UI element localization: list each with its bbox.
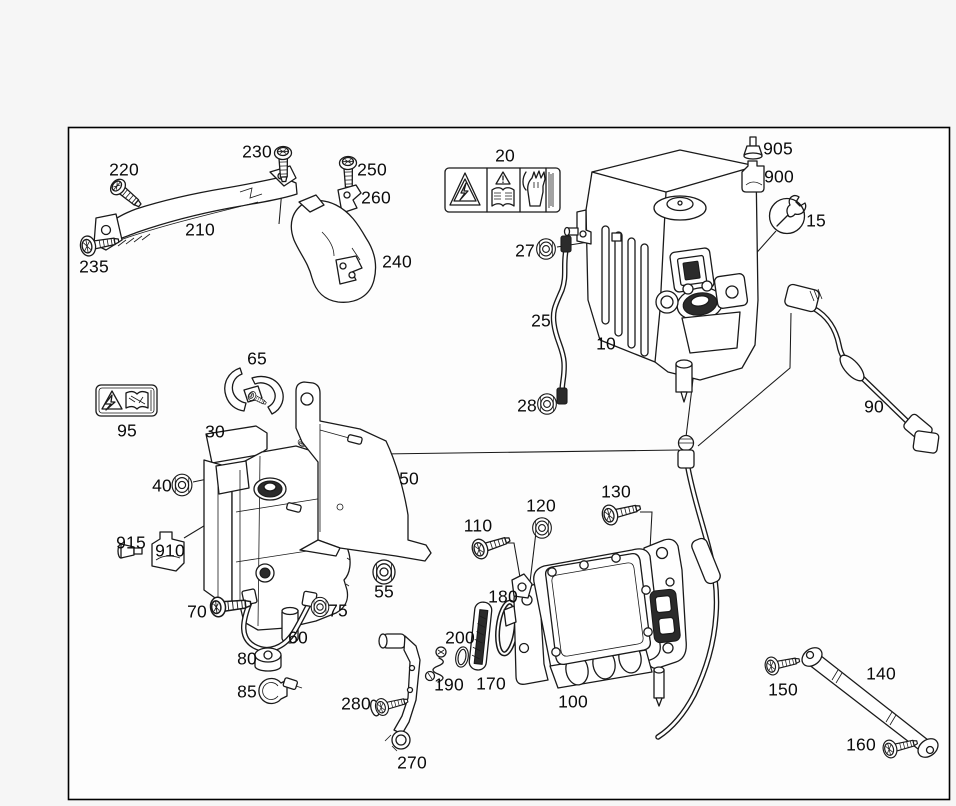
connector-icon [741,160,765,193]
ecu-bolts [547,553,653,657]
diagram-frame [67,126,951,801]
shield-240 [290,194,377,303]
nut-27 [536,238,556,260]
bracket-270 [378,633,421,752]
clamp-85 [258,677,303,705]
rod-25 [550,235,572,405]
connector-910 [151,531,185,572]
warning-label-95 [95,384,158,417]
nut-120 [532,517,552,539]
stud-170 [468,601,493,671]
read-manual-warning-icon [491,171,515,207]
bracket-50 [286,381,432,562]
nut-55 [372,559,396,585]
nut-75 [310,596,330,618]
ecu-connector-stack [649,588,681,644]
tank-switch [669,247,715,293]
plug-icon [743,136,763,160]
clamp-65 [224,367,284,415]
pump-cable [655,434,721,740]
wrench-icon [768,194,807,235]
oring-200 [455,646,469,668]
warning-label-20 [444,167,561,213]
nut-28 [537,393,557,415]
cap-80 [254,647,282,672]
cable-90 [784,283,940,454]
plug-915 [117,543,143,559]
electric-shock-warning-icon [449,172,481,206]
nut-40 [171,473,193,497]
tank-pump-connector-cluster [655,273,749,354]
ground-strap-140 [801,647,939,758]
control-unit-100 [503,538,687,707]
screw-spring-190 [424,646,447,683]
hand-warning-icon [522,170,546,207]
